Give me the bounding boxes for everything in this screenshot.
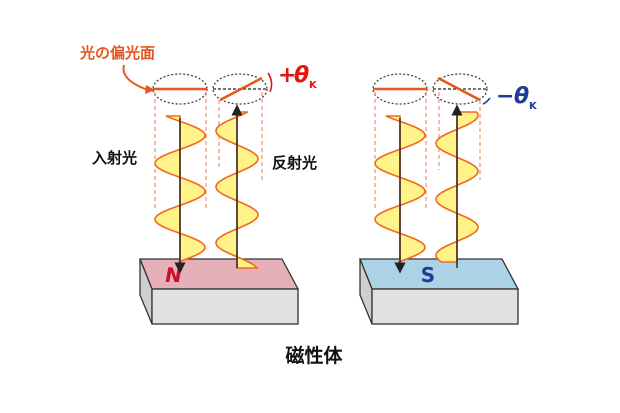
polarization-plane-label: 光の偏光面 — [79, 44, 155, 62]
north-magnet-front — [151, 288, 299, 325]
rotation-arc-negative — [482, 97, 491, 105]
theta-minus-symbol: θ — [514, 84, 529, 109]
theta-plus-symbol: θ — [294, 63, 309, 88]
theta-plus-sign: + — [278, 63, 296, 88]
rotation-arc-positive — [267, 72, 273, 93]
reflected-polarization-ellipse — [432, 73, 488, 105]
reflected-polarization-line — [219, 76, 263, 102]
theta-plus-subscript: K — [309, 80, 318, 91]
theta-minus-sign: − — [496, 84, 514, 109]
reflected-polarization-line — [437, 76, 481, 102]
magnetic-body-label: 磁性体 — [285, 344, 343, 367]
polarization-pointer-arrowhead — [145, 85, 155, 94]
incident-light-label: 入射光 — [92, 149, 137, 167]
south-pole-label: S — [421, 263, 435, 287]
theta-minus-subscript: K — [529, 101, 538, 112]
north-panel: N + θ K — [139, 63, 318, 325]
reflected-light-label: 反射光 — [272, 154, 317, 172]
polarization-pointer-arrow — [122, 64, 149, 91]
reflected-polarization-ellipse — [212, 73, 268, 105]
south-panel: S − θ K — [359, 73, 538, 325]
south-magnet-top — [359, 258, 520, 290]
south-magnet-front — [371, 288, 519, 325]
